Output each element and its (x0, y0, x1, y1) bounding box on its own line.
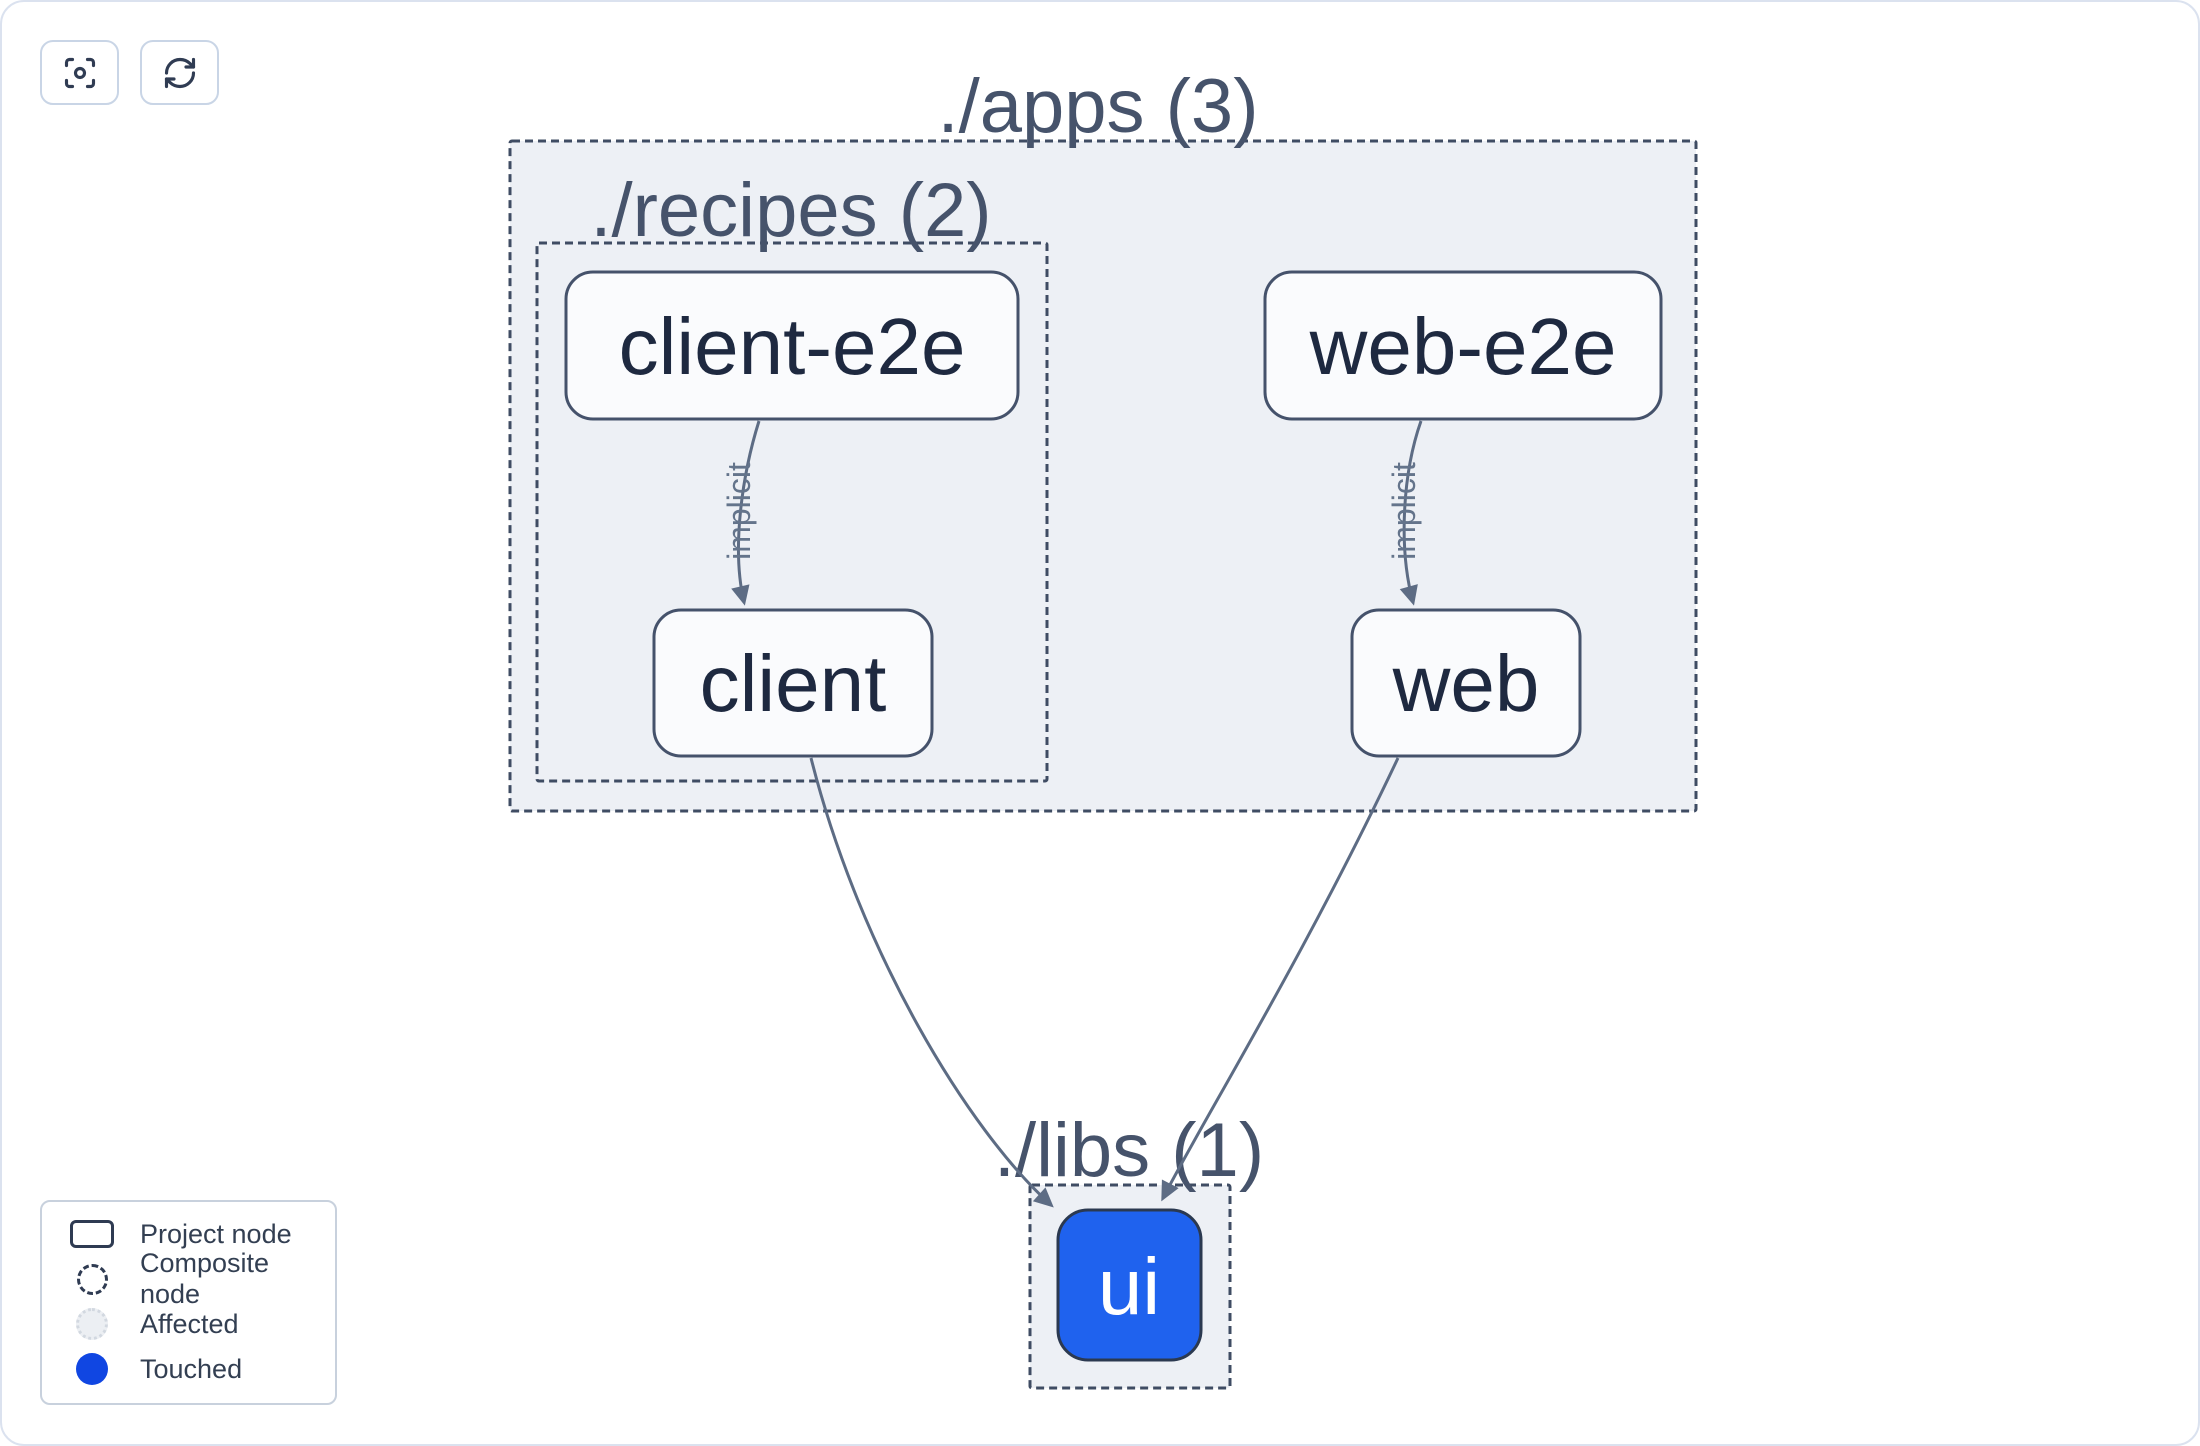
legend-label: Composite node (140, 1248, 270, 1309)
legend-label: Touched (140, 1353, 243, 1384)
edge-web-ui (1161, 757, 1400, 1202)
edge-client-ui (809, 757, 1054, 1208)
center-graph-button[interactable] (40, 40, 119, 105)
touched-swatch (68, 1353, 116, 1385)
refresh-icon (164, 57, 195, 88)
legend-label: Project node (140, 1218, 292, 1249)
edge-label-implicit-right: implicit (1386, 462, 1422, 560)
edge-label-implicit-left: implicit (721, 462, 757, 560)
node-label: web (1392, 639, 1540, 728)
node-web[interactable]: web (1350, 608, 1582, 758)
group-label-apps[interactable]: ./apps (3) (937, 64, 1258, 149)
composite-node-swatch (68, 1263, 116, 1295)
group-label-recipes[interactable]: ./recipes (2) (590, 168, 991, 253)
legend-item-composite-node: Composite node (42, 1248, 335, 1309)
legend-item-touched: Touched (42, 1350, 335, 1388)
legend-item-affected: Affected (42, 1305, 335, 1343)
node-client[interactable]: client (652, 608, 934, 758)
group-label-libs[interactable]: ./libs (1) (994, 1108, 1264, 1193)
refresh-graph-button[interactable] (140, 40, 219, 105)
edge-cliente2e-client (731, 420, 761, 606)
node-web-e2e[interactable]: web-e2e (1263, 270, 1663, 421)
legend-item-project-node: Project node (42, 1215, 335, 1253)
edge-webe2e-web (1399, 420, 1423, 606)
affected-swatch (68, 1308, 116, 1340)
legend-label: Affected (140, 1308, 239, 1339)
node-ui-touched[interactable]: ui (1056, 1208, 1203, 1362)
node-client-e2e[interactable]: client-e2e (564, 270, 1020, 421)
legend-panel: Project node Composite node Affected Tou… (40, 1200, 337, 1405)
node-label: ui (1098, 1242, 1160, 1331)
node-label: web-e2e (1309, 302, 1617, 391)
node-label: client-e2e (619, 302, 966, 391)
project-node-swatch (68, 1220, 116, 1248)
node-label: client (700, 639, 887, 728)
focus-icon (64, 57, 95, 88)
